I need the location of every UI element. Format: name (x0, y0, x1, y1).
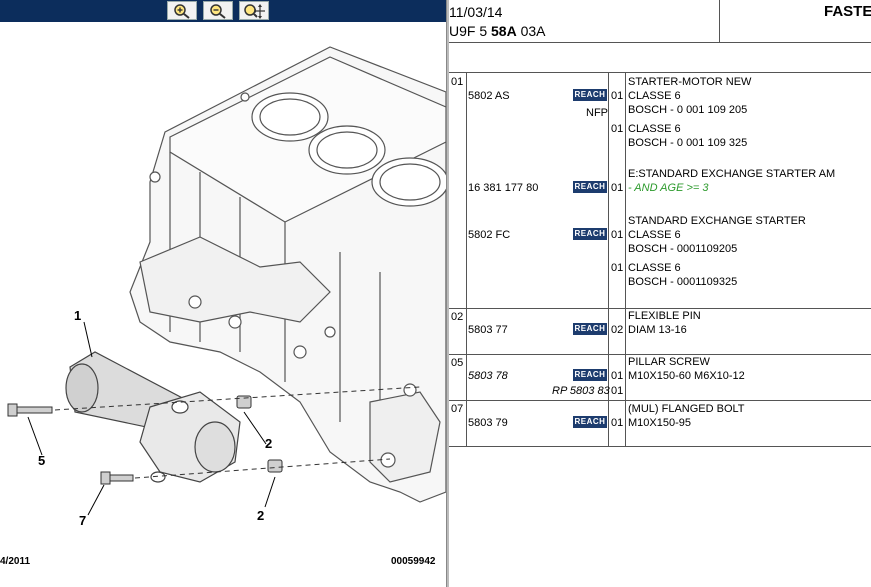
part-condition: - AND AGE >= 3 (628, 182, 709, 194)
diagram-pane: 1 2 2 5 7 4/2011 00059942 (0, 0, 446, 567)
zoom-in-icon (174, 3, 190, 19)
row-index: 02 (451, 311, 464, 323)
header-rule (449, 42, 871, 43)
header-code: U9F 5 58A 03A (449, 23, 546, 39)
zoom-out-icon (210, 3, 226, 19)
row-index: 07 (451, 403, 464, 415)
part-qty: 01 (611, 262, 624, 274)
part-desc: CLASSE 6 (628, 90, 681, 102)
footer-ref: 00059942 (391, 556, 436, 567)
col-divider (625, 73, 626, 447)
callout-2b: 2 (257, 508, 264, 523)
part-qty: 02 (611, 324, 624, 336)
replacement-ref[interactable]: RP 5803 83 (552, 385, 610, 397)
part-desc: CLASSE 6 (628, 229, 681, 241)
reach-badge: REACH (573, 181, 607, 193)
part-desc: M10X150-95 (628, 417, 691, 429)
header-code-prefix: U9F 5 (449, 23, 492, 39)
zoom-toolbar (0, 0, 446, 22)
part-desc: PILLAR SCREW (628, 356, 710, 368)
header-date: 11/03/14 (449, 4, 503, 20)
part-desc: E:STANDARD EXCHANGE STARTER AM (628, 168, 836, 180)
col-divider (608, 73, 609, 447)
exploded-view-diagram: 1 2 2 5 7 (7, 46, 446, 528)
part-qty: 01 (611, 370, 624, 382)
fastener-drawings (7, 395, 283, 485)
part-desc: STANDARD EXCHANGE STARTER (628, 215, 806, 227)
part-desc: CLASSE 6 (628, 262, 681, 274)
callout-5: 5 (38, 453, 45, 468)
header-code-bold: 58A (491, 23, 517, 39)
row-separator (449, 446, 871, 447)
part-ref[interactable]: 5803 78 (468, 370, 508, 382)
part-qty: 01 (611, 229, 624, 241)
part-qty: 01 (611, 90, 624, 102)
part-qty: 01 (611, 385, 624, 397)
part-ref[interactable]: 5802 FC (468, 229, 511, 241)
footer-date: 4/2011 (0, 556, 31, 567)
callout-7: 7 (79, 513, 86, 528)
part-qty: 01 (611, 417, 624, 429)
leader-lines (27, 321, 276, 516)
reach-badge: REACH (573, 323, 607, 335)
callout-2a: 2 (265, 436, 272, 451)
row-separator (449, 400, 871, 401)
col-divider (466, 73, 467, 447)
zoom-in-button[interactable] (167, 1, 197, 20)
part-desc: FLEXIBLE PIN (628, 310, 701, 322)
part-ref[interactable]: 5802 AS (468, 90, 510, 102)
part-qty: 01 (611, 182, 624, 194)
nfp-note: NFP (586, 107, 608, 119)
part-qty: 01 (611, 123, 624, 135)
assembly-lines (54, 386, 421, 479)
header-code-suffix: 03A (516, 23, 546, 39)
reach-badge: REACH (573, 369, 607, 381)
row-index: 05 (451, 357, 464, 369)
zoom-fit-icon (244, 3, 265, 19)
header-divider (719, 0, 720, 42)
reach-badge: REACH (573, 228, 607, 240)
zoom-out-button[interactable] (203, 1, 233, 20)
starter-motor-drawing (65, 351, 241, 483)
header-title: FASTE (824, 3, 871, 20)
part-desc: M10X150-60 M6X10-12 (628, 370, 745, 382)
header-rule-2 (449, 72, 871, 73)
row-separator (449, 354, 871, 355)
parts-table: 01 5802 AS REACH 01 STARTER-MOTOR NEW CL… (449, 73, 871, 587)
reach-badge: REACH (573, 416, 607, 428)
callout-1: 1 (74, 308, 81, 323)
part-ref[interactable]: 5803 77 (468, 324, 508, 336)
part-desc: (MUL) FLANGED BOLT (628, 403, 745, 415)
part-ref[interactable]: 5803 79 (468, 417, 508, 429)
reach-badge: REACH (573, 89, 607, 101)
row-separator (449, 308, 871, 309)
part-desc: BOSCH - 0 001 109 325 (628, 137, 748, 149)
part-desc: BOSCH - 0 001 109 205 (628, 104, 748, 116)
row-index: 01 (451, 76, 464, 88)
part-desc: BOSCH - 0001109205 (628, 243, 738, 255)
zoom-fit-button[interactable] (239, 1, 269, 20)
part-desc: CLASSE 6 (628, 123, 681, 135)
part-desc: BOSCH - 0001109325 (628, 276, 738, 288)
parts-pane: 11/03/14 U9F 5 58A 03A FASTE 01 5802 AS … (449, 0, 871, 587)
part-desc: STARTER-MOTOR NEW (628, 76, 752, 88)
pane-divider[interactable] (446, 0, 449, 587)
part-ref[interactable]: 16 381 177 80 (468, 182, 539, 194)
part-desc: DIAM 13-16 (628, 324, 687, 336)
